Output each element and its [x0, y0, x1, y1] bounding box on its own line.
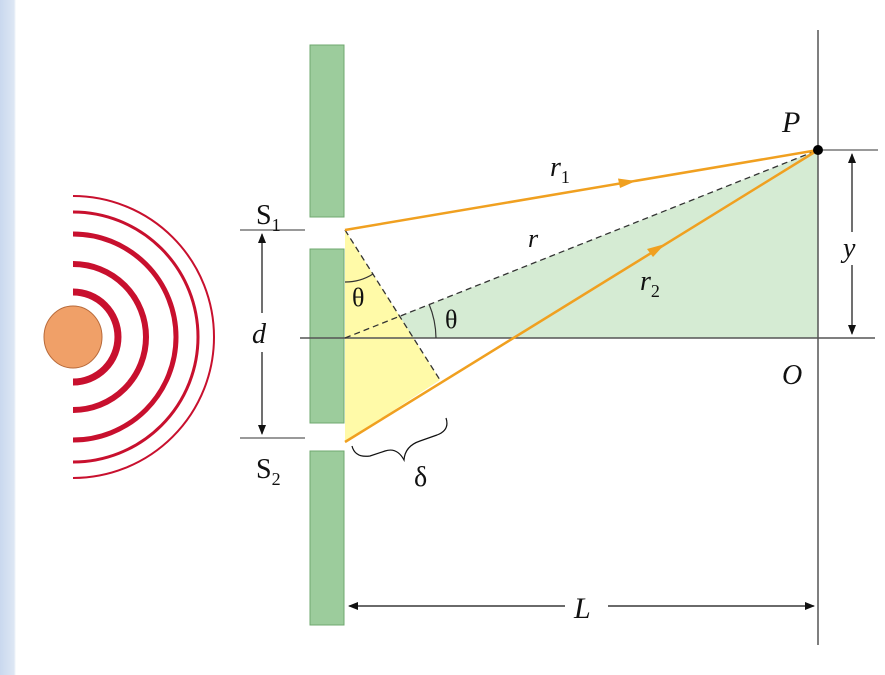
point-p-dot — [813, 145, 823, 155]
label-y: y — [840, 233, 856, 264]
ray-r1-arrowhead — [618, 178, 636, 188]
label-r1: r1 — [550, 152, 570, 187]
label-S2: S2 — [256, 454, 281, 489]
ray-r2-arrowhead — [647, 244, 665, 257]
delta-brace — [351, 417, 448, 463]
r-dashed-line — [344, 149, 819, 339]
source-circle — [43, 305, 103, 369]
label-O: O — [782, 360, 802, 391]
wave-arc-5 — [72, 195, 215, 479]
yellow-path-difference-triangle — [345, 230, 440, 442]
wave-arc-3 — [72, 231, 179, 443]
label-d: d — [252, 319, 267, 350]
barrier-bottom — [309, 450, 345, 626]
wave-arc-2 — [72, 261, 149, 413]
ray-r1 — [344, 148, 819, 232]
wave-arc-1 — [72, 288, 122, 386]
label-S1: S1 — [256, 200, 281, 235]
wave-arc-4 — [72, 210, 200, 464]
label-r: r — [528, 224, 539, 253]
slit-barrier — [309, 44, 345, 626]
wave-fronts — [72, 195, 215, 479]
barrier-middle — [309, 248, 345, 424]
label-delta: δ — [414, 462, 427, 493]
label-theta-top: θ — [352, 283, 364, 312]
ray-r2 — [344, 148, 819, 444]
theta-axis-arc — [428, 303, 437, 339]
barrier-top — [309, 44, 345, 218]
theta-top-arc — [344, 273, 374, 283]
tick-lines — [240, 149, 878, 439]
label-P: P — [781, 106, 800, 139]
label-theta-axis: θ — [445, 305, 457, 334]
label-L: L — [573, 592, 591, 625]
label-r2: r2 — [640, 266, 660, 301]
